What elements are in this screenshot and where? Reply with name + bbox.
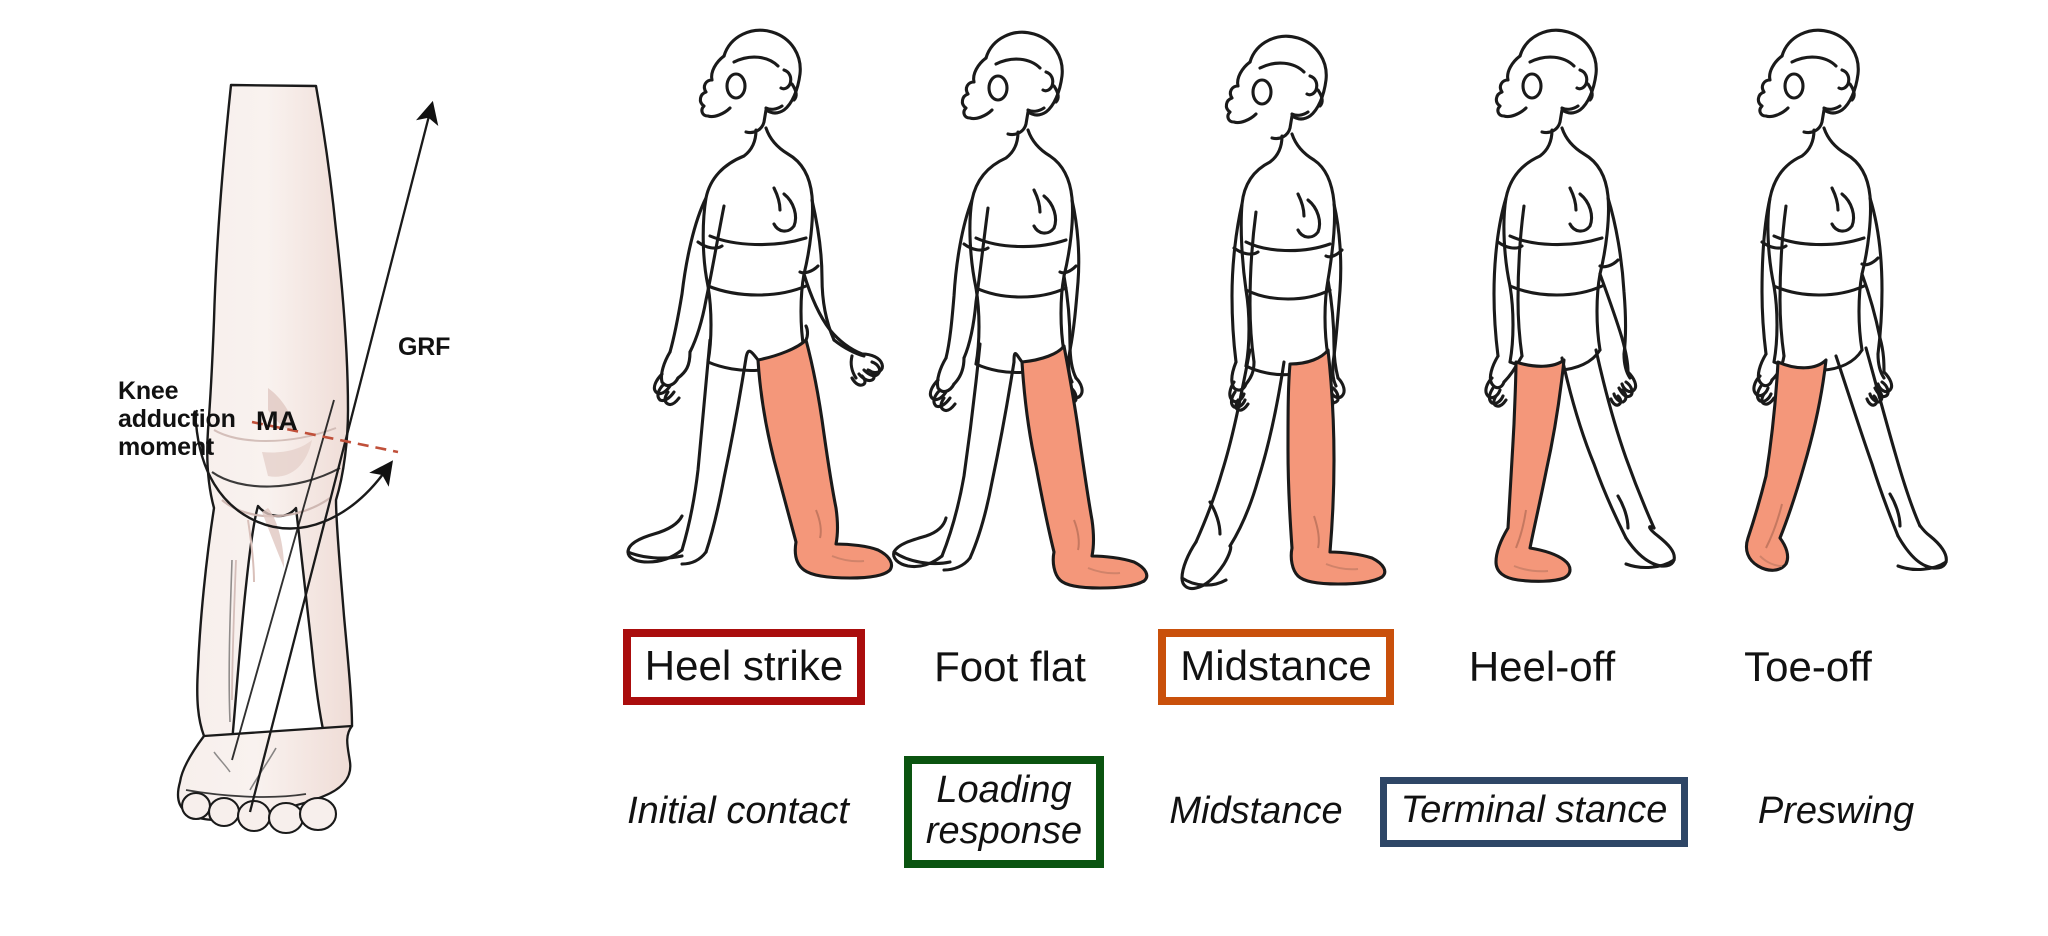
knee-adduction-moment-label: Knee adduction moment (118, 377, 236, 461)
gait-label-loading-response: Loading response (854, 742, 1154, 882)
grf-label: GRF (398, 333, 451, 361)
gait-figure-heel-strike (606, 10, 896, 600)
highlighted-limb (1494, 358, 1572, 583)
gait-cycle-panel: Heel strike Foot flat Midstance Heel-off… (600, 0, 2048, 936)
gait-label-heel-strike: Heel strike (594, 612, 894, 722)
walking-figure-illustration-5 (1744, 28, 1948, 572)
moment-label-leader (195, 409, 198, 424)
limb-axis-line (231, 399, 335, 761)
gait-label-terminal-stance: Terminal stance (1354, 742, 1714, 882)
gait-label-midstance-rancho-text: Midstance (1169, 790, 1343, 833)
gait-figure-midstance (1138, 10, 1428, 600)
gait-label-heel-off-text: Heel-off (1468, 643, 1616, 691)
gait-label-midstance-text: Midstance (1158, 629, 1394, 705)
gait-label-initial-contact-text: Initial contact (627, 790, 849, 833)
gait-label-midstance: Midstance (1126, 612, 1426, 722)
gait-figure-toe-off (1670, 10, 1960, 600)
gait-figure-heel-off (1404, 10, 1694, 600)
gait-label-heel-off: Heel-off (1392, 612, 1692, 722)
adduction-moment-arrow (194, 422, 394, 530)
leg-silhouette (196, 83, 354, 744)
traditional-terminology-row: Heel strike Foot flat Midstance Heel-off… (600, 612, 2048, 722)
gait-label-midstance-rancho: Midstance (1106, 742, 1406, 882)
grf-vector-line (248, 100, 439, 813)
knee-adduction-moment-diagram: Knee adduction moment MA GRF (0, 0, 600, 936)
gait-label-terminal-stance-text: Terminal stance (1379, 777, 1689, 847)
walking-figure-illustration-2 (892, 30, 1149, 590)
gait-figure-foot-flat (872, 10, 1162, 600)
rancho-terminology-row: Initial contact Loading response Midstan… (600, 742, 2048, 882)
highlighted-limb (1020, 344, 1149, 590)
walking-figure-illustration-3 (1180, 34, 1387, 591)
moment-arm-label: MA (256, 406, 298, 436)
highlighted-limb (1744, 358, 1828, 572)
highlighted-limb (1286, 348, 1387, 586)
gait-label-preswing: Preswing (1686, 742, 1986, 882)
walking-figure-illustration-4 (1484, 28, 1676, 583)
foot-silhouette (176, 724, 354, 835)
walking-figure-illustration-1 (626, 28, 894, 580)
gait-label-toe-off: Toe-off (1658, 612, 1958, 722)
gait-label-foot-flat: Foot flat (860, 612, 1160, 722)
gait-label-heel-strike-text: Heel strike (622, 629, 866, 705)
gait-label-foot-flat-text: Foot flat (934, 643, 1086, 691)
gait-label-loading-response-text: Loading response (903, 755, 1105, 869)
moment-arm-dashed-line (251, 420, 399, 454)
gait-label-preswing-text: Preswing (1757, 790, 1915, 833)
knee-diagram-illustration (176, 83, 439, 835)
gait-label-initial-contact: Initial contact (588, 742, 888, 882)
highlighted-limb (756, 338, 894, 580)
gait-label-toe-off-text: Toe-off (1744, 643, 1872, 691)
